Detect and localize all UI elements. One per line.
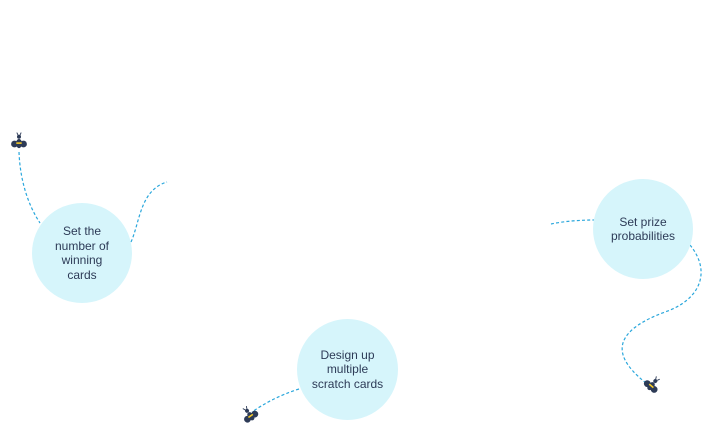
feature-circle-prize-probabilities: Set prize probabilities — [593, 179, 693, 279]
feature-label: Set the number of winning cards — [54, 224, 110, 282]
bee-icon — [11, 132, 27, 149]
feature-label: Set prize probabilities — [610, 214, 676, 244]
bee-icon — [643, 376, 660, 393]
flight-path-prize-left — [550, 219, 595, 225]
flight-path-prize-right — [621, 244, 702, 384]
bee-icon — [242, 405, 259, 423]
flight-path-design-left — [251, 388, 300, 413]
feature-label: Design up multiple scratch cards — [311, 347, 384, 391]
feature-circle-winning-cards: Set the number of winning cards — [32, 203, 132, 303]
flight-path-winning-right — [130, 181, 168, 243]
feature-circle-design-scratch-cards: Design up multiple scratch cards — [297, 319, 398, 420]
flight-path-top-left — [18, 151, 41, 224]
